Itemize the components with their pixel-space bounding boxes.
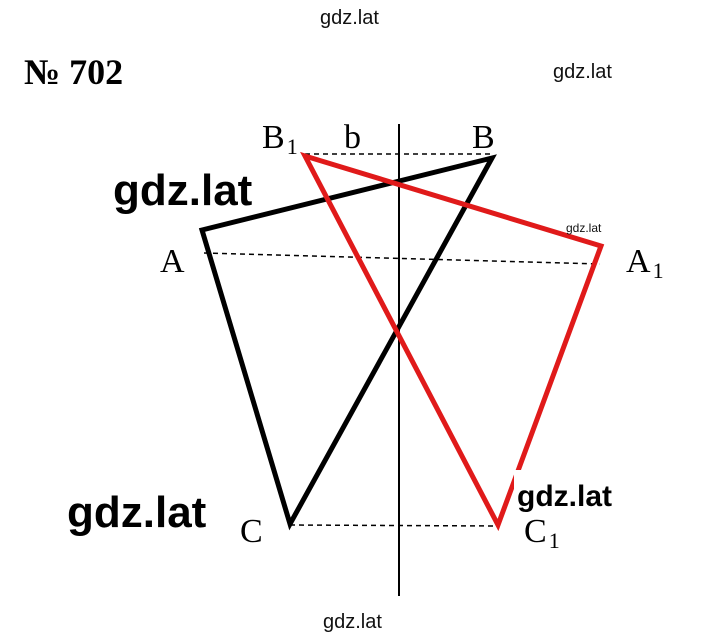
- label-b1: B1: [262, 119, 298, 159]
- watermark-bottom-right-backdrop: [514, 470, 634, 516]
- label-axis-b: b: [344, 119, 361, 156]
- triangle-abc: [198, 154, 497, 531]
- dashed-line-c-c1: [289, 524, 499, 527]
- label-a1: A1: [626, 243, 664, 283]
- watermark-tiny-right: gdz.lat: [566, 221, 602, 235]
- label-a: A: [160, 243, 185, 280]
- watermark-big-left: gdz.lat: [113, 166, 253, 215]
- dashed-line-a-a1: [203, 252, 601, 265]
- watermark-bottom-center: gdz.lat: [323, 611, 382, 633]
- watermark-bottom-left: gdz.lat: [67, 488, 207, 537]
- label-c: C: [240, 513, 263, 550]
- label-c1: C1: [524, 513, 560, 553]
- triangle-a1b1c1: [300, 151, 605, 532]
- watermark-bottom-right: gdz.lat: [517, 480, 612, 513]
- watermark-top-center: gdz.lat: [320, 7, 379, 29]
- label-b: B: [472, 119, 495, 156]
- watermark-top-right: gdz.lat: [553, 61, 612, 83]
- problem-number: № 702: [24, 52, 123, 92]
